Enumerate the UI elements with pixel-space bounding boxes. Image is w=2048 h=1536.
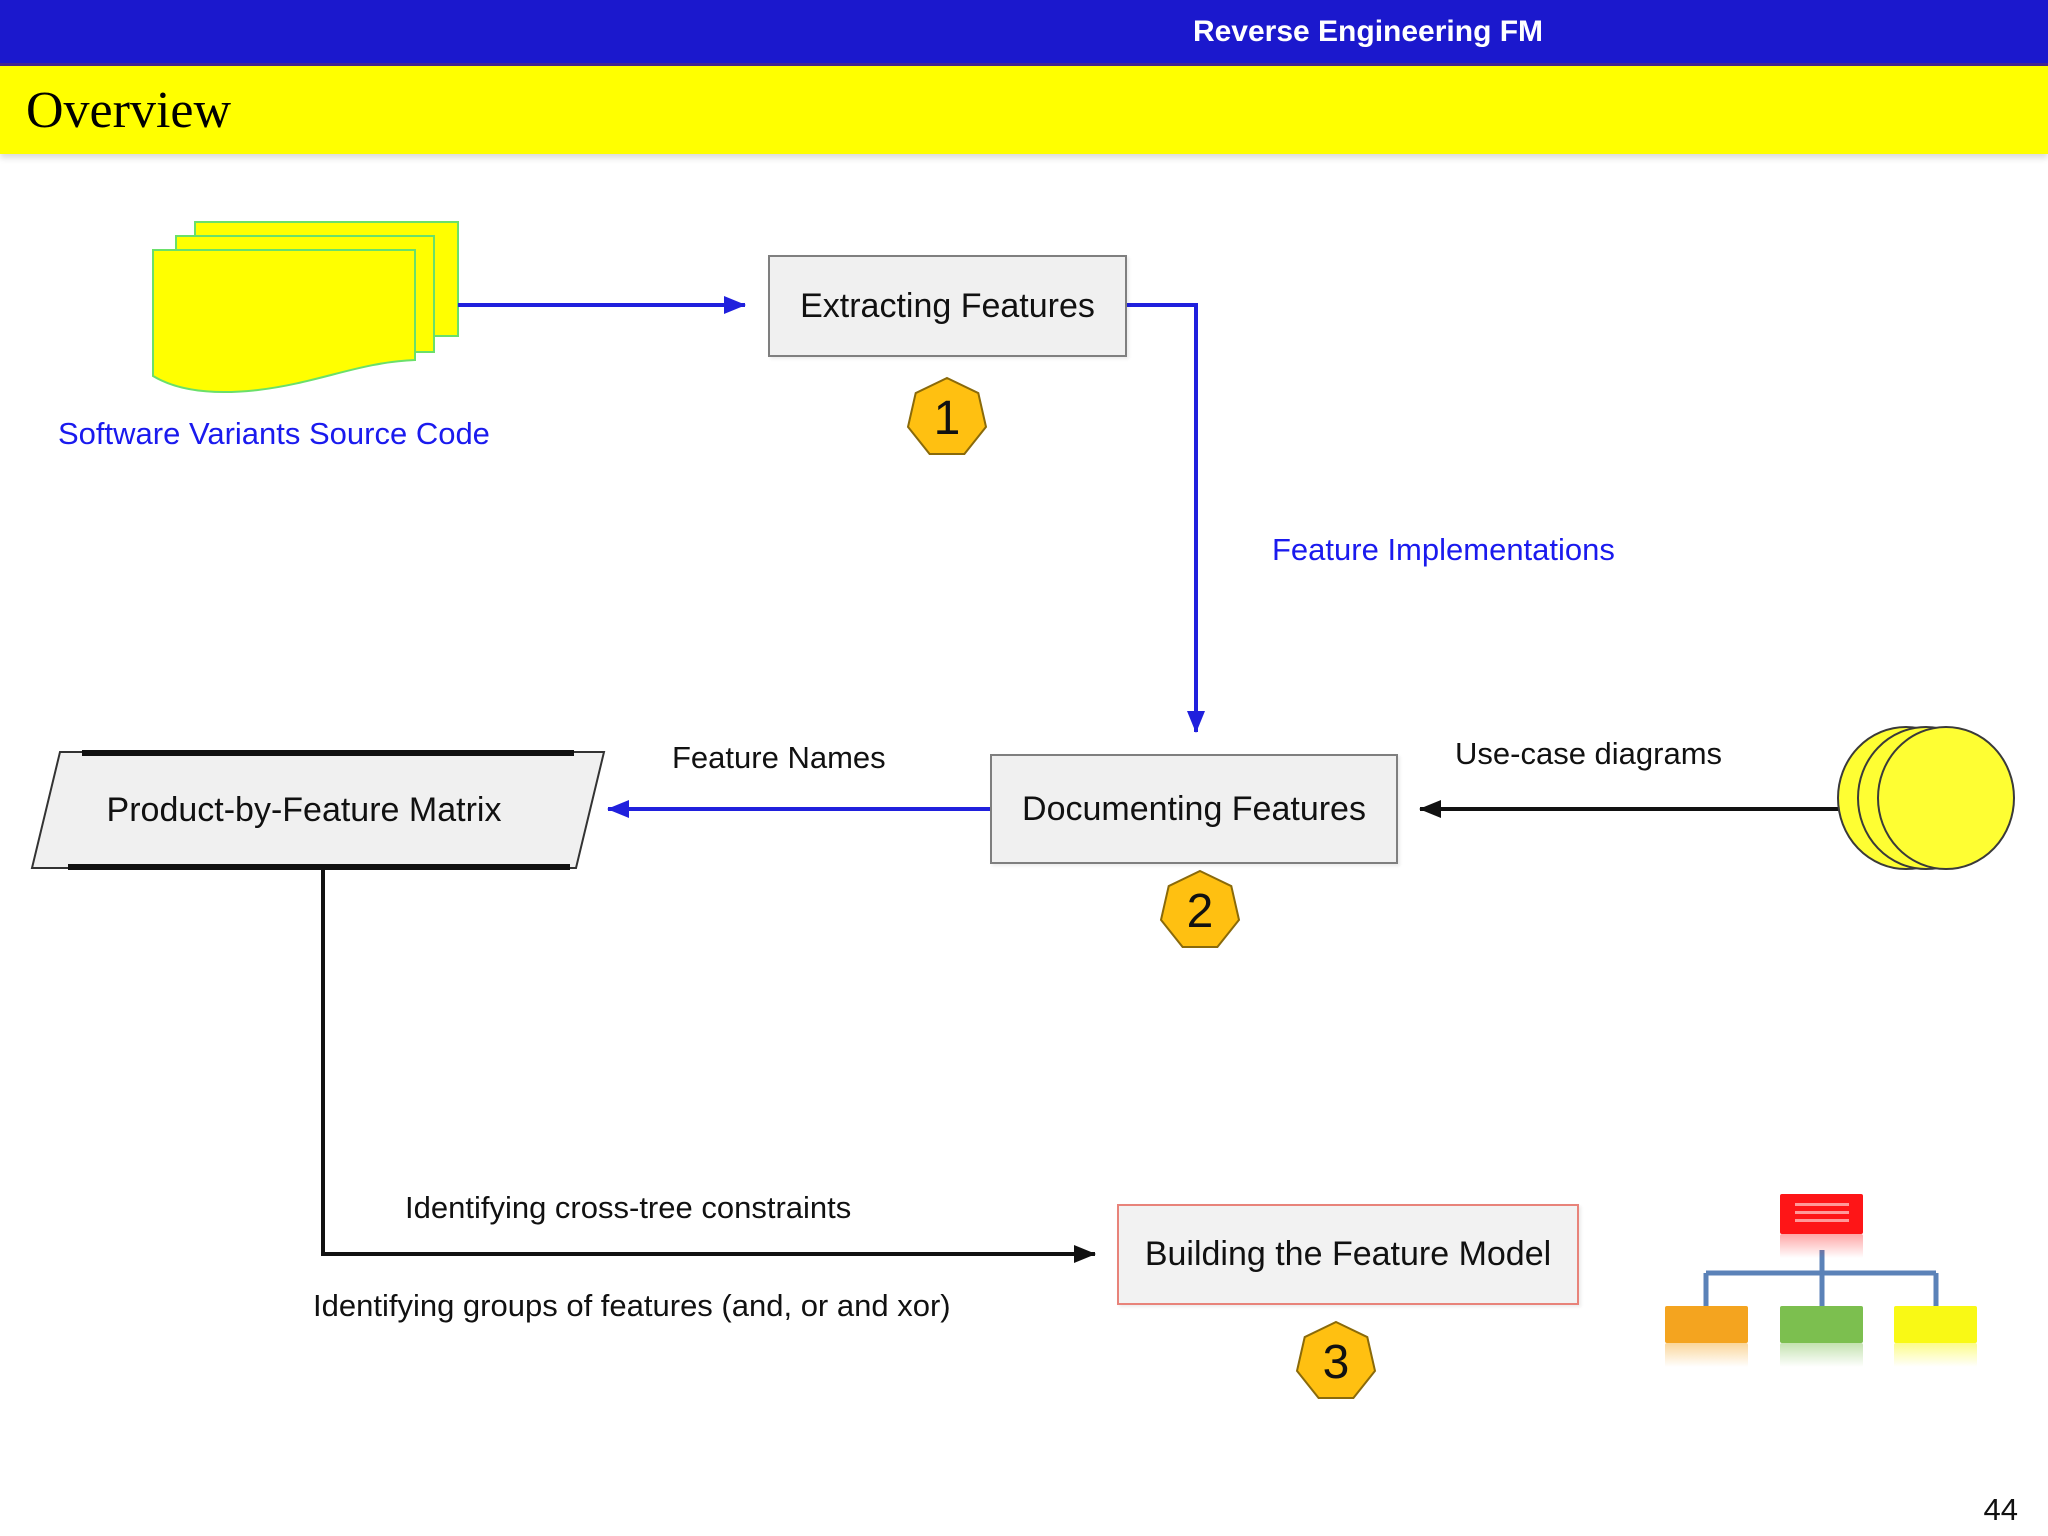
step3-badge: 3 <box>1322 1335 1350 1389</box>
arrow-extracting-to-documenting <box>1127 303 1205 733</box>
feature-model-child-green-icon <box>1780 1306 1863 1367</box>
step1-badge: 1 <box>933 391 961 445</box>
step3-badge-shape <box>1295 1320 1377 1399</box>
top-title-bar: Reverse Engineering FM <box>0 0 2048 66</box>
building-feature-model-label: Building the Feature Model <box>1144 1235 1552 1273</box>
building-feature-model-box: Building the Feature Model <box>1117 1204 1579 1305</box>
feature-model-child-yellow-icon <box>1894 1306 1977 1367</box>
feature-model-root-node-icon <box>1780 1194 1863 1258</box>
cross-tree-constraints-label: Identifying cross-tree constraints <box>405 1190 852 1225</box>
step2-badge: 2 <box>1186 884 1214 938</box>
extracting-features-label: Extracting Features <box>800 286 1095 325</box>
feature-model-child-orange-icon <box>1665 1306 1748 1367</box>
use-case-diagrams-label: Use-case diagrams <box>1455 736 1723 771</box>
feature-implementations-label: Feature Implementations <box>1272 532 1615 567</box>
step2-badge-shape <box>1159 869 1241 948</box>
feature-model-tree-connectors <box>1703 1250 1939 1306</box>
source-code-label: Software Variants Source Code <box>58 416 490 451</box>
step1-badge-shape <box>906 376 988 455</box>
page-number: 44 <box>1983 1492 2018 1527</box>
documenting-features-box: Documenting Features <box>990 754 1398 864</box>
presentation-title: Reverse Engineering FM <box>1192 14 1544 48</box>
documenting-features-label: Documenting Features <box>1022 789 1366 828</box>
product-by-feature-matrix-label: Product-by-Feature Matrix <box>106 790 502 829</box>
slide-title: Overview <box>26 81 232 139</box>
feature-groups-label: Identifying groups of features (and, or … <box>313 1288 951 1323</box>
section-bar: Overview <box>0 66 2048 154</box>
arrow-matrix-to-building <box>321 868 1096 1263</box>
use-case-diagrams-icon <box>1837 726 2015 870</box>
extracting-features-box: Extracting Features <box>768 255 1127 357</box>
matrix-parallelogram <box>30 750 606 870</box>
source-code-documents-icon <box>152 221 459 394</box>
feature-names-label: Feature Names <box>672 740 886 775</box>
